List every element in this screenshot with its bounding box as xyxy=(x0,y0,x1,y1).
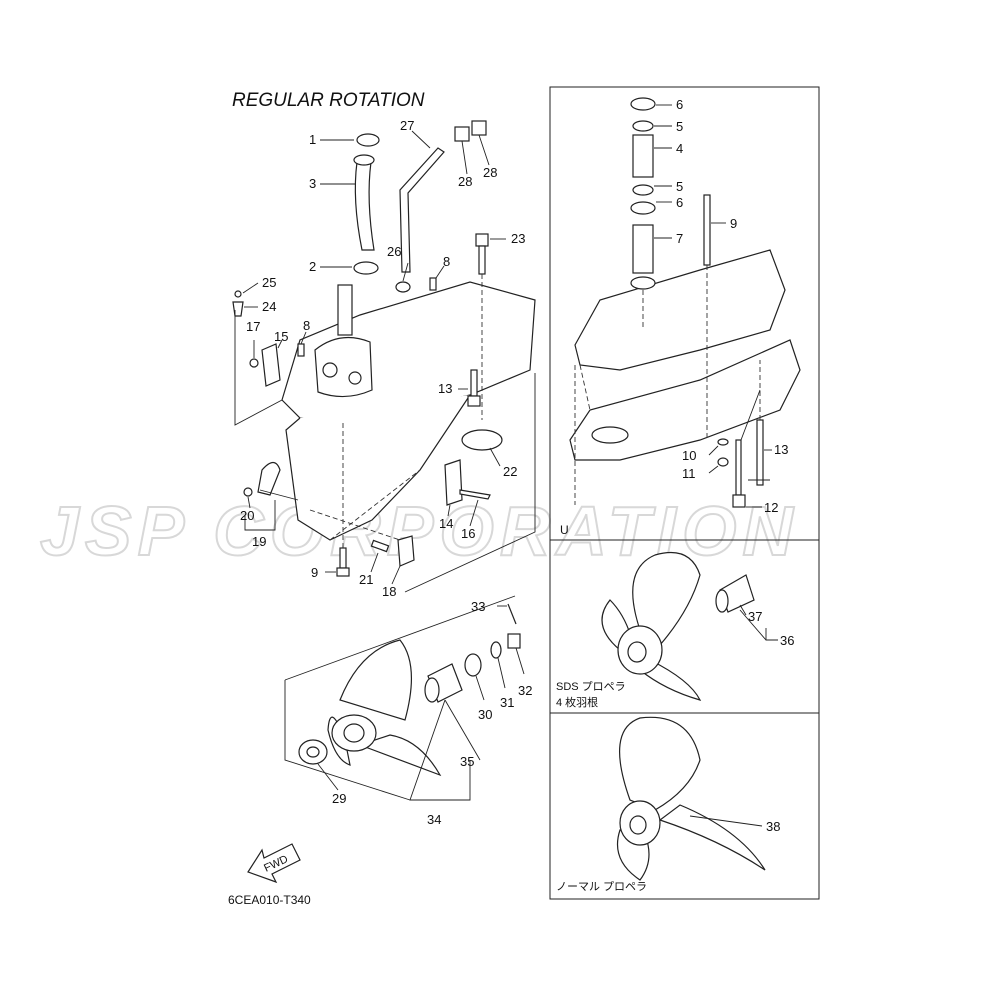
callout-17: 17 xyxy=(246,319,260,334)
callout-30: 30 xyxy=(478,707,492,722)
sds-label-2: 4 枚羽根 xyxy=(556,695,598,709)
callout-3: 3 xyxy=(309,176,316,191)
nut-32 xyxy=(507,633,521,649)
sds-label-1: SDS プロペラ xyxy=(556,680,626,693)
callout-r13: 13 xyxy=(774,442,788,457)
callout-36: 36 xyxy=(780,633,794,648)
callout-r7: 7 xyxy=(676,231,683,246)
callout-r11: 11 xyxy=(682,466,696,481)
callout-r10: 10 xyxy=(682,448,696,463)
bushing-35 xyxy=(424,663,463,703)
callout-r4: 4 xyxy=(676,141,683,156)
callout-33: 33 xyxy=(471,599,485,614)
callout-25: 25 xyxy=(262,275,276,290)
callout-r5a: 5 xyxy=(676,119,683,134)
bracket-15 xyxy=(261,343,281,387)
water-tube-assembly xyxy=(353,133,380,275)
bolt-13-left xyxy=(467,369,481,407)
screw-16 xyxy=(459,489,491,500)
callout-14: 14 xyxy=(439,516,453,531)
anode-22 xyxy=(461,429,503,451)
pipe-27 xyxy=(399,147,445,273)
nut-11 xyxy=(717,457,729,467)
sds-propeller xyxy=(601,551,702,701)
callout-8a: 8 xyxy=(443,254,450,269)
callout-1: 1 xyxy=(309,132,316,147)
callout-r12: 12 xyxy=(764,500,778,515)
callout-22: 22 xyxy=(503,464,517,479)
cover-14 xyxy=(444,459,463,506)
bolt-20 xyxy=(243,487,253,497)
callout-9-left: 9 xyxy=(311,565,318,580)
trim-tab-19 xyxy=(257,461,281,496)
callout-27: 27 xyxy=(400,118,414,133)
panel-u-label: U xyxy=(560,523,569,537)
pin-33 xyxy=(507,603,517,625)
callout-19: 19 xyxy=(252,534,266,549)
callout-37: 37 xyxy=(748,609,762,624)
fwd-arrow: FWD xyxy=(247,843,301,884)
callout-18: 18 xyxy=(382,584,396,599)
screw-17 xyxy=(249,358,259,368)
callout-23: 23 xyxy=(511,231,525,246)
bushing-37 xyxy=(715,574,755,613)
callout-20: 20 xyxy=(240,508,254,523)
callout-16: 16 xyxy=(461,526,475,541)
stud-13-u xyxy=(756,419,764,486)
lower-casing-u xyxy=(569,249,801,505)
spacer-29 xyxy=(298,739,328,765)
callout-r9: 9 xyxy=(730,216,737,231)
callout-38: 38 xyxy=(766,819,780,834)
normal-propeller xyxy=(616,716,766,881)
propeller-left xyxy=(327,639,442,777)
stud-9-u xyxy=(703,194,711,266)
grommet-26 xyxy=(395,281,411,293)
callout-2: 2 xyxy=(309,259,316,274)
callout-24: 24 xyxy=(262,299,276,314)
callout-31: 31 xyxy=(500,695,514,710)
callout-r6b: 6 xyxy=(676,195,683,210)
callout-28b: 28 xyxy=(483,165,497,180)
diagram-title: REGULAR ROTATION xyxy=(232,90,425,111)
diagram-code: 6CEA010-T340 xyxy=(228,893,311,907)
callout-34: 34 xyxy=(427,812,441,827)
shaft-stack-u xyxy=(630,97,656,330)
bolt-23 xyxy=(475,233,489,275)
callout-35: 35 xyxy=(460,754,474,769)
pin-8a xyxy=(429,277,437,291)
cover-18 xyxy=(397,535,415,567)
callout-r6a: 6 xyxy=(676,97,683,112)
screw-21 xyxy=(370,539,390,553)
callout-32: 32 xyxy=(518,683,532,698)
callout-26: 26 xyxy=(387,244,401,259)
washer-10 xyxy=(717,438,729,446)
callout-r5b: 5 xyxy=(676,179,683,194)
callout-28a: 28 xyxy=(458,174,472,189)
panel-normal xyxy=(549,712,820,900)
callout-13-left: 13 xyxy=(438,381,452,396)
grommet-28a xyxy=(454,126,470,142)
grommet-28b xyxy=(471,120,487,136)
callout-21: 21 xyxy=(359,572,373,587)
screw-24 xyxy=(232,301,244,317)
callout-29: 29 xyxy=(332,791,346,806)
callout-8b: 8 xyxy=(303,318,310,333)
washer-30 xyxy=(464,653,482,677)
bolt-12 xyxy=(732,439,746,508)
washer-31 xyxy=(490,641,502,659)
normal-label: ノーマル プロペラ xyxy=(556,880,647,893)
callout-15: 15 xyxy=(274,329,288,344)
oring-25 xyxy=(234,290,242,298)
pin-8b xyxy=(297,343,305,357)
callout-numbers: 1 2 3 8 8 9 13 14 15 16 17 18 19 20 21 2… xyxy=(240,97,794,834)
